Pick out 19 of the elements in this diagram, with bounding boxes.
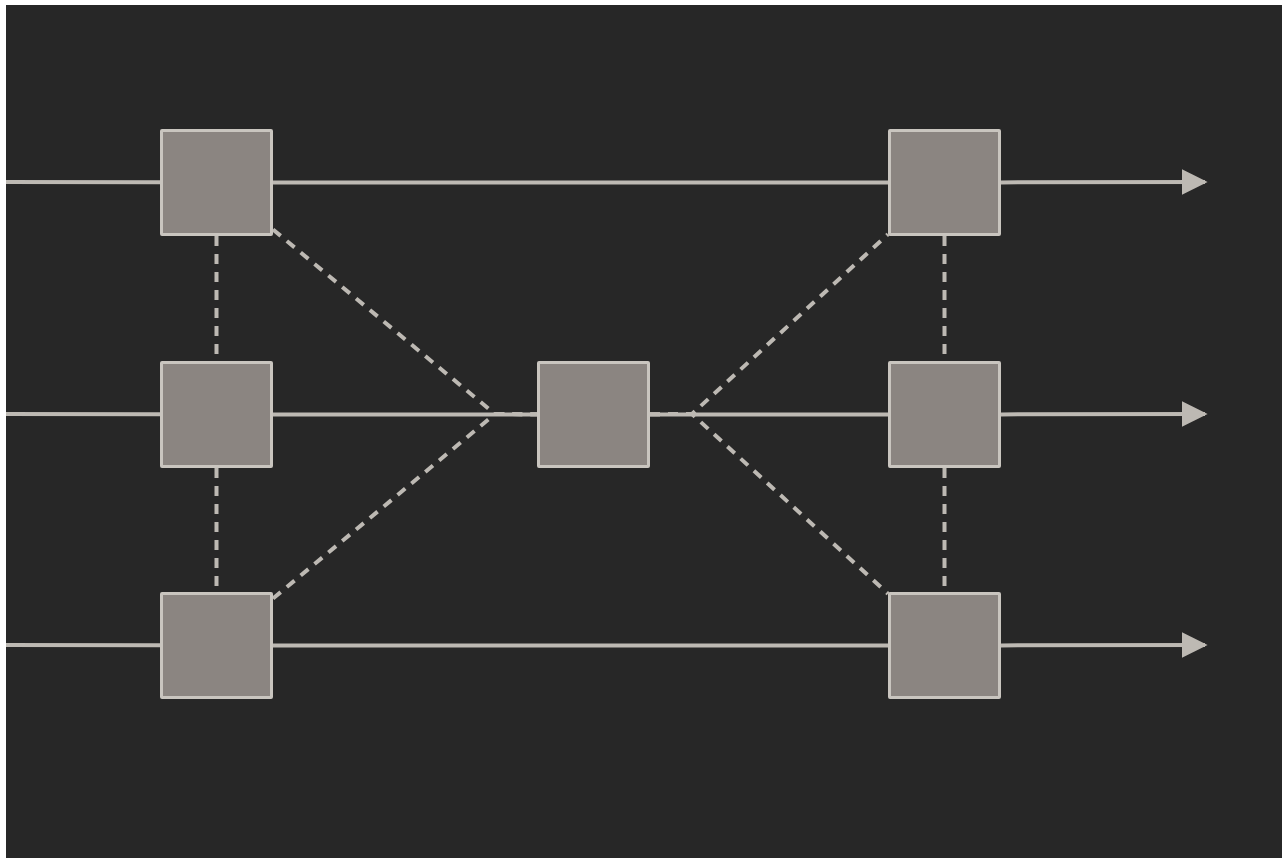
connector-line	[6, 643, 160, 648]
arrow	[1001, 169, 1208, 196]
square-box	[537, 361, 650, 468]
arrow	[1001, 401, 1208, 428]
connector-line	[273, 180, 888, 185]
connector-line	[650, 412, 890, 596]
connector-line	[271, 412, 537, 601]
connector-line	[273, 643, 888, 648]
square-box	[160, 129, 273, 236]
square-box	[888, 592, 1001, 699]
square-box	[888, 129, 1001, 236]
square-box	[160, 592, 273, 699]
square-box	[160, 361, 273, 468]
connector-line	[6, 180, 160, 185]
connector-line	[273, 412, 537, 417]
arrow	[1001, 632, 1208, 659]
square-box	[888, 361, 1001, 468]
connector-line	[6, 412, 160, 417]
connector-line	[650, 412, 888, 417]
